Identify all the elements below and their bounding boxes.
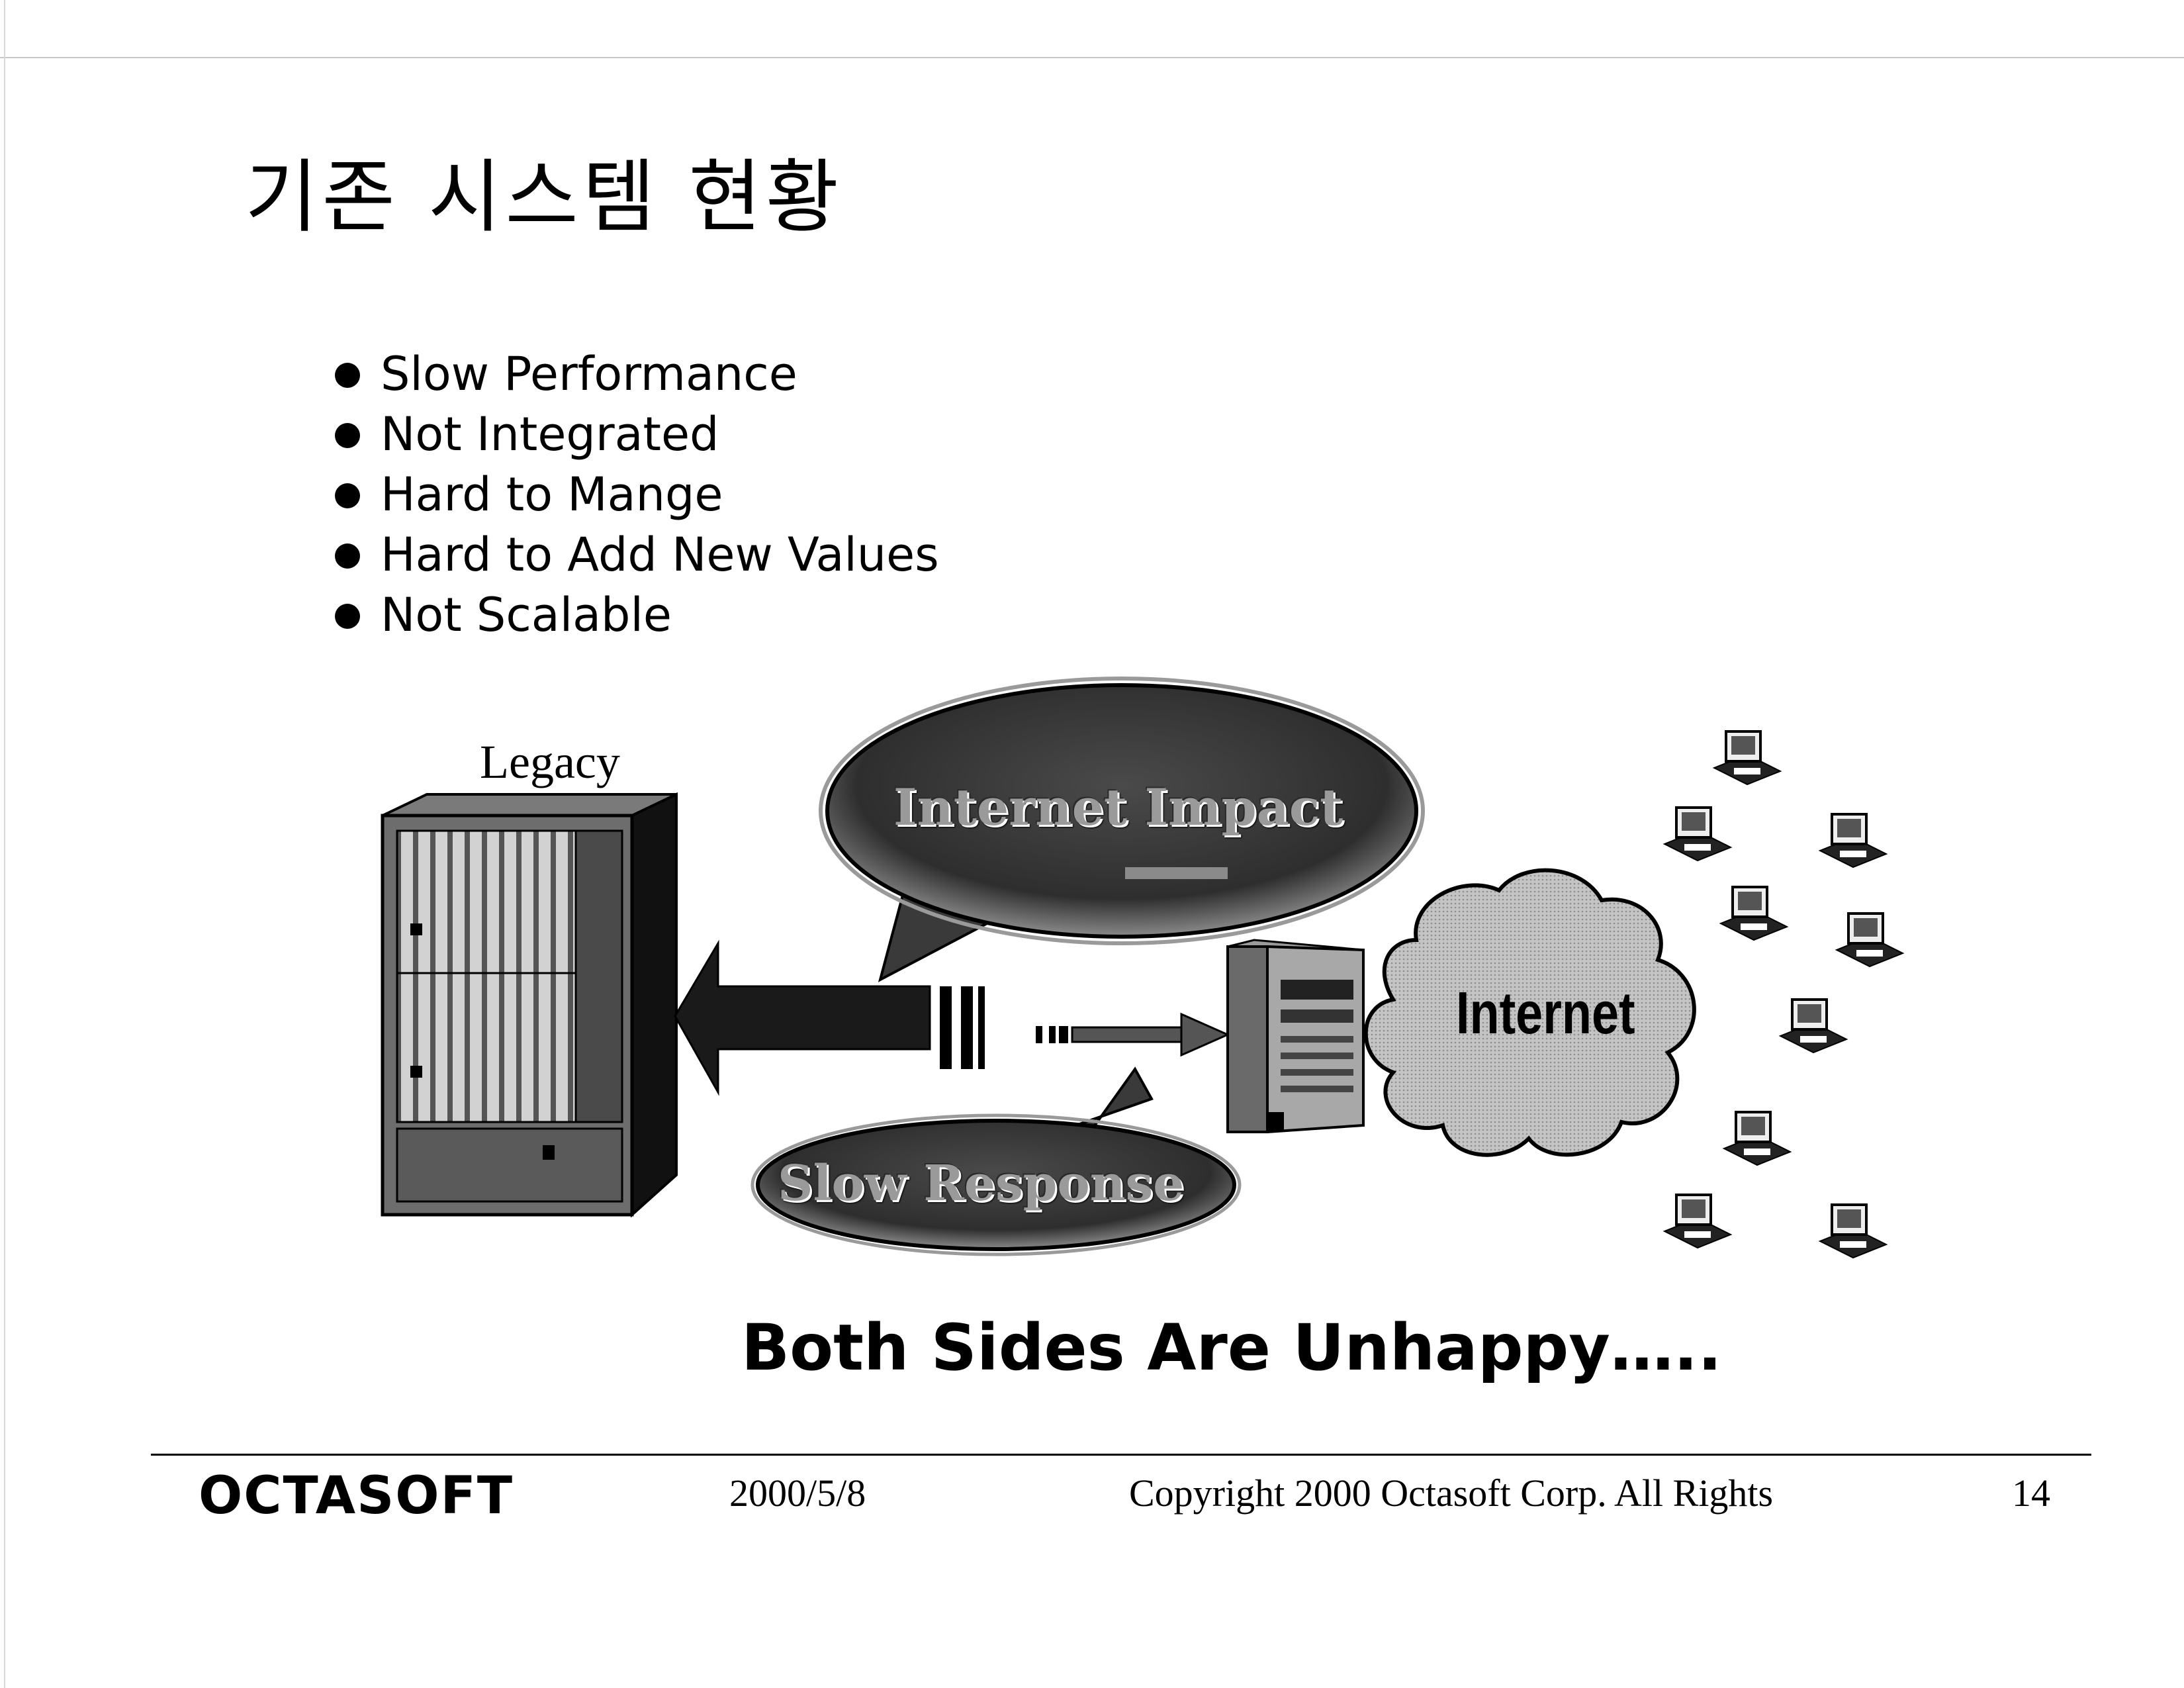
request-arrow-left <box>674 939 985 1096</box>
bullet-text: Hard to Mange <box>381 467 723 522</box>
bullet-list: Slow Performance Not Integrated Hard to … <box>331 344 939 645</box>
bullet-item: Not Scalable <box>331 585 939 645</box>
bullet-text: Not Integrated <box>381 407 719 461</box>
footer-date: 2000/5/8 <box>729 1472 866 1515</box>
bullet-item: Hard to Add New Values <box>331 525 939 585</box>
internet-impact-bubble <box>819 677 1425 982</box>
bullet-item: Hard to Mange <box>331 465 939 525</box>
client-pc-icon <box>1662 806 1733 862</box>
internet-cloud-icon <box>1363 868 1696 1157</box>
client-pc-icon <box>1818 813 1888 868</box>
octasoft-logo: OCTASOFT <box>199 1466 514 1526</box>
legacy-mainframe-icon <box>381 792 678 1218</box>
bullet-text: Not Scalable <box>381 588 672 642</box>
client-pc-icon <box>1722 1111 1792 1166</box>
bullet-item: Not Integrated <box>331 404 939 465</box>
response-arrow-right <box>1036 1012 1230 1057</box>
legacy-label: Legacy <box>480 735 620 788</box>
bullet-item: Slow Performance <box>331 344 939 404</box>
page-number: 14 <box>2012 1472 2050 1515</box>
conclusion-text: Both Sides Are Unhappy….. <box>741 1311 1722 1385</box>
client-pc-icon <box>1835 912 1905 968</box>
bullet-icon <box>335 543 360 569</box>
client-pc-icon <box>1818 1203 1888 1259</box>
bullet-icon <box>335 363 360 388</box>
client-pc-icon <box>1778 998 1848 1054</box>
client-pc-icon <box>1719 886 1789 941</box>
left-edge-line <box>4 0 5 1688</box>
client-pc-icon <box>1662 1194 1733 1249</box>
slow-response-label: Slow Response <box>778 1155 1185 1212</box>
slow-response-bubble <box>751 1066 1242 1256</box>
bullet-icon <box>335 483 360 508</box>
bullet-icon <box>335 604 360 629</box>
top-divider <box>0 57 2184 58</box>
client-pc-icon <box>1712 730 1782 786</box>
bullet-text: Hard to Add New Values <box>381 528 939 582</box>
internet-impact-label: Internet Impact <box>893 778 1343 837</box>
bullet-text: Slow Performance <box>381 347 797 401</box>
internet-cloud-label: Internet <box>1456 980 1635 1047</box>
server-icon <box>1226 939 1365 1134</box>
slide-title: 기존 시스템 현황 <box>245 152 843 244</box>
footer-copyright: Copyright 2000 Octasoft Corp. All Rights <box>1129 1472 1774 1515</box>
footer-divider <box>151 1454 2091 1456</box>
bullet-icon <box>335 423 360 448</box>
